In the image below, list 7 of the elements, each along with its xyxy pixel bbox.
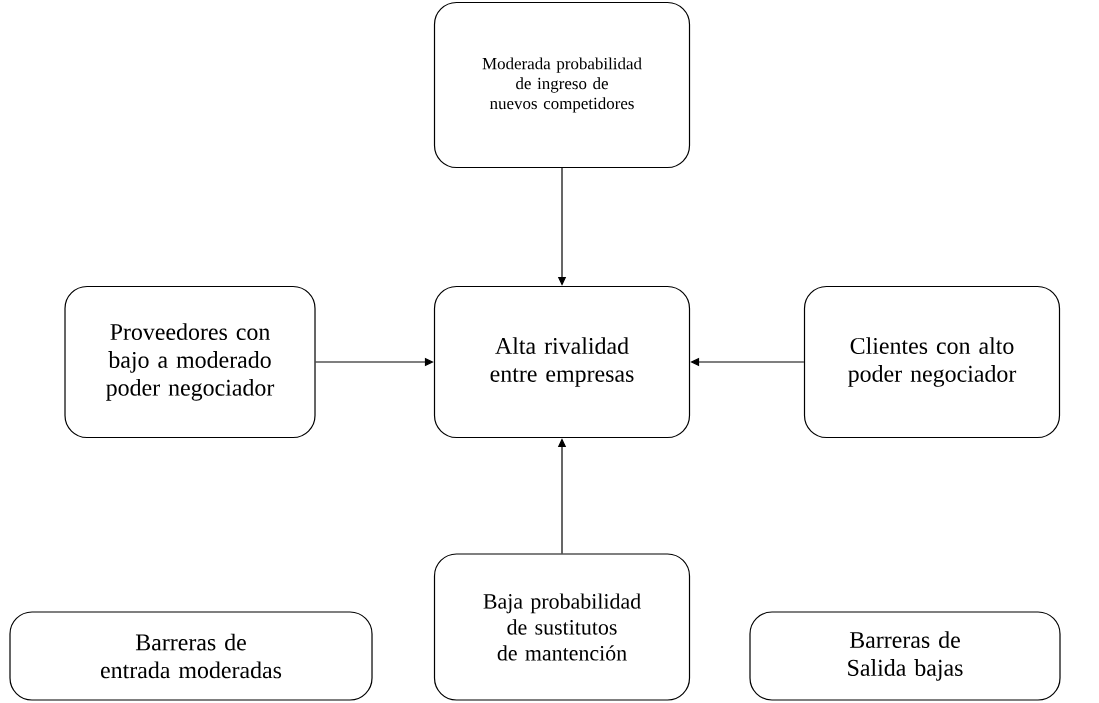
rounded-box: Barreras de entrada moderadas — [9, 611, 373, 701]
rounded-box: Clientes con alto poder negociador — [803, 285, 1061, 439]
rounded-box: Moderada probabilidad de ingreso de nuevos competidores — [433, 1, 691, 169]
rounded-box: Barreras de Salida bajas — [749, 611, 1061, 701]
rounded-box: Alta rivalidad entre empresas — [433, 285, 691, 439]
rounded-box: Baja probabilidad de sustitutos de mantención — [433, 553, 691, 701]
rounded-box: Proveedores con bajo a moderado poder negociador — [64, 285, 316, 439]
